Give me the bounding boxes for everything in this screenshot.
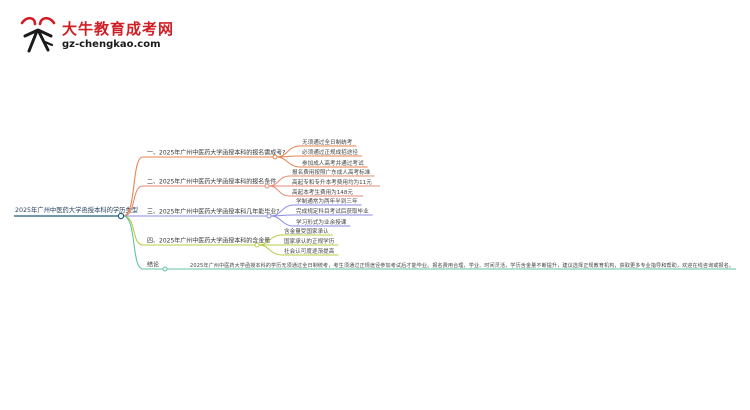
root-node-dot[interactable] xyxy=(117,212,125,220)
leaf-label[interactable]: 完成规定科目考试后获取毕业 xyxy=(296,207,369,215)
branch-label[interactable]: 三、2025年广州中医药大学函授本科几年能毕业? xyxy=(147,208,279,216)
leaf-connector xyxy=(276,156,301,168)
leaf-label[interactable]: 高起专和专升本考费用均为11元 xyxy=(292,178,372,186)
branch-connector xyxy=(122,215,144,270)
leaf-connector xyxy=(258,244,283,256)
root-label[interactable]: 2025年广州中医药大学函授本科的学历类型 xyxy=(15,205,138,214)
leaf-label[interactable]: 学习形式为业余授课 xyxy=(296,218,347,226)
leaf-label[interactable]: 国家承认的正规学历 xyxy=(284,237,335,245)
leaf-label[interactable]: 学制通常为两年半到三年 xyxy=(296,197,358,205)
branch-label[interactable]: 二、2025年广州中医药大学函授本科的报名条件 xyxy=(147,178,276,186)
leaf-label[interactable]: 无须通过全日制统考 xyxy=(302,138,353,146)
leaf-label[interactable]: 2025年广州中医药大学函授本科的学历无须通过全日制统考，考生须通过正规途径参加… xyxy=(190,262,734,269)
leaf-label[interactable]: 社会认可度逐渐提高 xyxy=(284,247,335,255)
branch-label[interactable]: 结论 xyxy=(147,261,159,269)
branch-connector xyxy=(122,185,144,217)
leaf-label[interactable]: 报名费用按照广东成人高考标准 xyxy=(292,168,371,176)
branch-node-dot[interactable] xyxy=(254,242,260,248)
leaf-label[interactable]: 含金量受国家承认 xyxy=(284,227,329,235)
site-domain: gz-chengkao.com xyxy=(62,39,161,50)
leaf-label[interactable]: 高起本考生费用为148元 xyxy=(292,188,353,196)
branch-node-dot[interactable] xyxy=(266,213,272,219)
site-logo[interactable]: 大牛教育成考网 gz-chengkao.com xyxy=(18,14,173,56)
leaf-label[interactable]: 必须通过正规成招途径 xyxy=(302,148,358,156)
branch-label[interactable]: 一、2025年广州中医药大学函授本科的报名需成考? xyxy=(147,149,285,157)
branch-connector xyxy=(122,156,144,217)
leaf-connector xyxy=(268,185,291,197)
branch-node-dot[interactable] xyxy=(264,183,270,189)
bull-logo-icon xyxy=(20,16,56,53)
leaf-label[interactable]: 参加成人高考并通过考试 xyxy=(302,159,364,167)
branch-node-dot[interactable] xyxy=(272,154,278,160)
branch-node-dot[interactable] xyxy=(162,266,168,272)
site-title: 大牛教育成考网 xyxy=(62,20,175,38)
branch-layer: 一、2025年广州中医药大学函授本科的报名需成考? 无须通过全日制统考必须通过正规… xyxy=(122,138,736,272)
leaf-connector xyxy=(270,215,295,227)
branch-label[interactable]: 四、2025年广州中医药大学函授本科的含金量 xyxy=(147,237,270,245)
